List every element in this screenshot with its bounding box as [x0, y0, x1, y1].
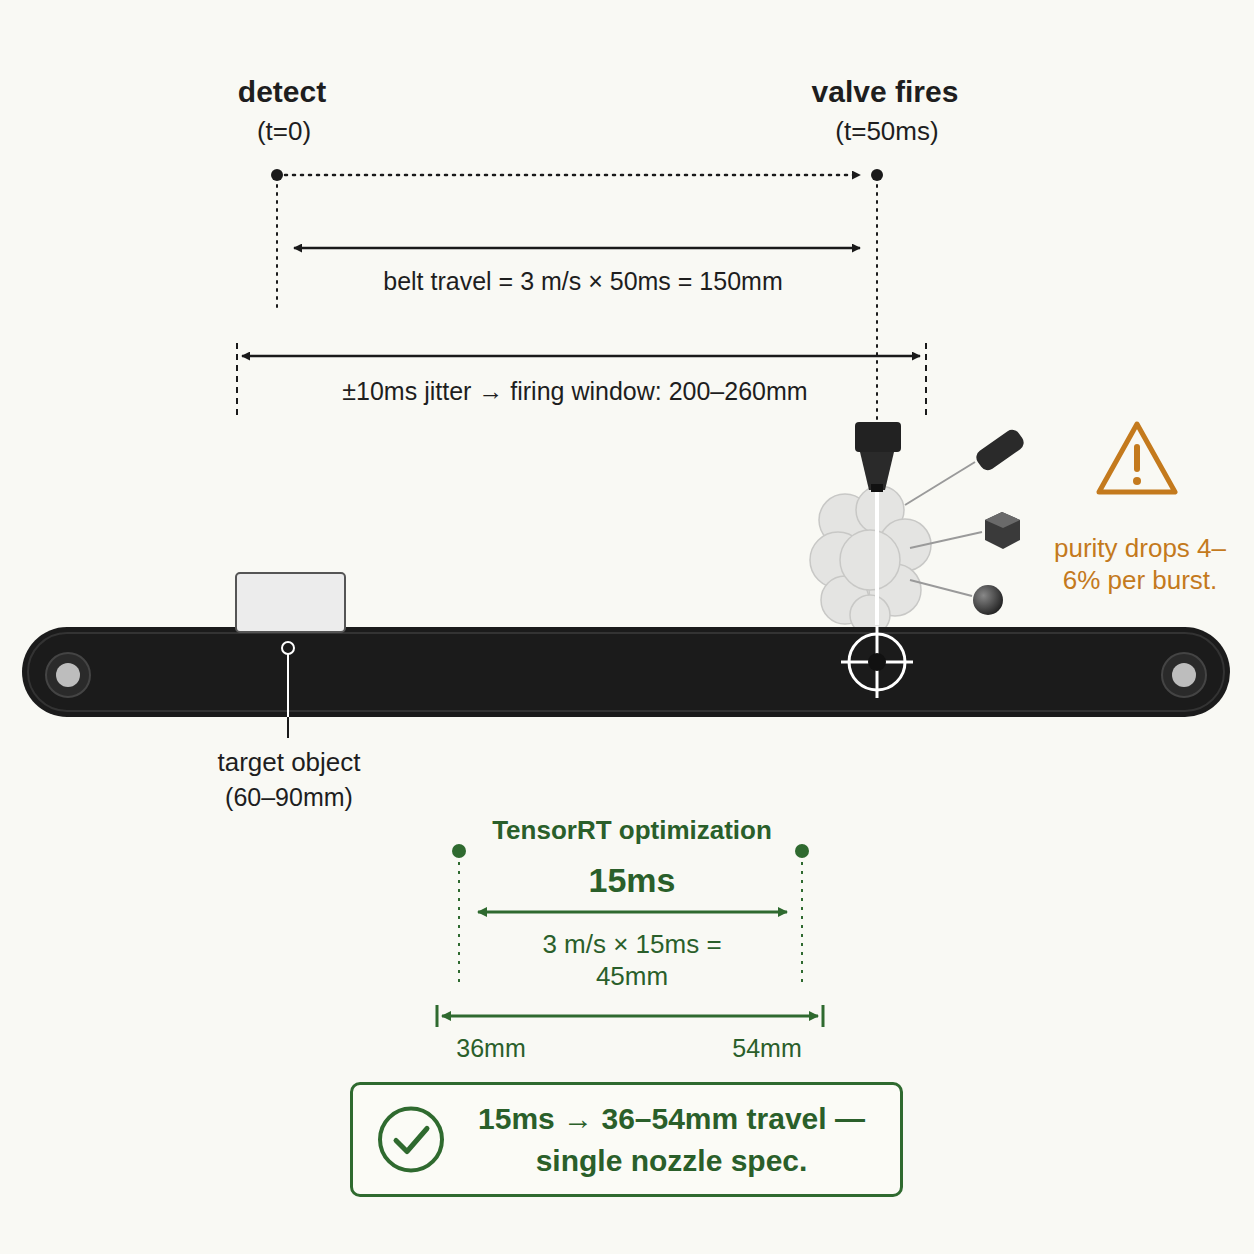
air-jet [875, 490, 879, 625]
dimension-label: 36mm [456, 1033, 525, 1064]
check-icon [353, 1085, 463, 1200]
leader-line [282, 642, 294, 738]
dimension-label: 3 m/s × 15ms = 45mm [537, 928, 727, 993]
warning-note: purity drops 4–6% per burst. [1040, 532, 1240, 597]
section-heading: TensorRT optimization [492, 814, 772, 847]
target-object [236, 573, 345, 632]
dimension-label: ±10ms jitter → firing window: 200–260mm [342, 376, 807, 407]
air-nozzle [855, 422, 901, 492]
event-label: valve fires [812, 73, 959, 111]
result-box: 15ms → 36–54mm travel — single nozzle sp… [350, 1082, 903, 1197]
dimension-label: belt travel = 3 m/s × 50ms = 150mm [383, 266, 782, 297]
dimension-label: (60–90mm) [225, 782, 353, 813]
ejected-debris [905, 427, 1027, 615]
event-label: detect [238, 73, 326, 111]
time-label: (t=50ms) [835, 115, 938, 148]
time-label: (t=0) [257, 115, 311, 148]
result-text: 15ms → 36–54mm travel — single nozzle sp… [465, 1098, 878, 1182]
latency-value: 15ms [589, 859, 676, 902]
target-crosshair [841, 626, 913, 698]
timeline [237, 169, 926, 420]
warning-icon [1099, 424, 1175, 492]
conveyor-belt [22, 627, 1230, 717]
air-burst [810, 486, 931, 635]
optimized-dimension [437, 844, 823, 1027]
dimension-label: 54mm [732, 1033, 801, 1064]
part-label: target object [217, 746, 360, 779]
